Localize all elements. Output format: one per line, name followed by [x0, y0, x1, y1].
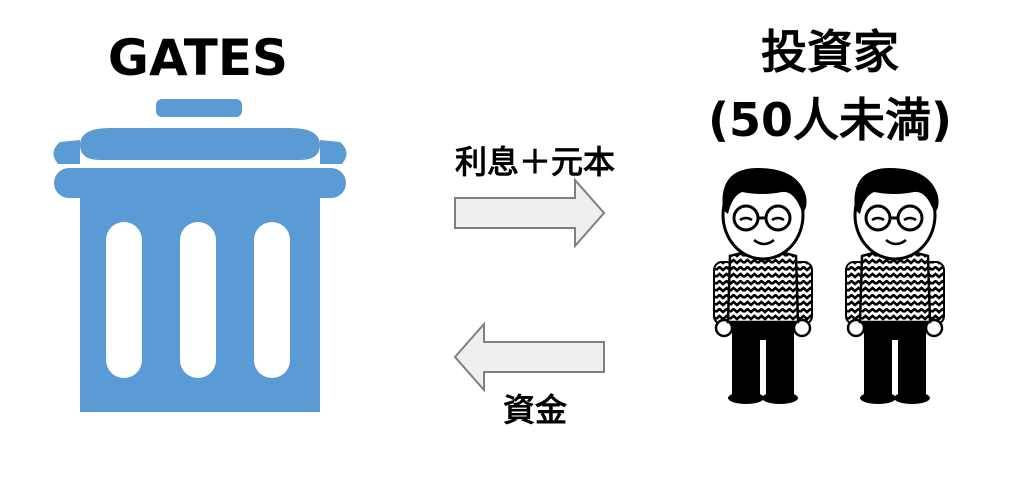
person-icon: [844, 166, 946, 406]
pillar-columns: [106, 222, 290, 378]
interest-principal-label: 利息＋元本: [454, 143, 615, 181]
arrow-to-gates: [453, 321, 605, 393]
gates-title: GATES: [107, 29, 289, 87]
investor-subtitle: (50人未満): [707, 93, 953, 147]
person-icon: [712, 166, 814, 406]
funds-label: 資金: [502, 391, 567, 429]
arrow-to-investors: [454, 177, 606, 249]
investor-title: 投資家: [761, 25, 899, 79]
